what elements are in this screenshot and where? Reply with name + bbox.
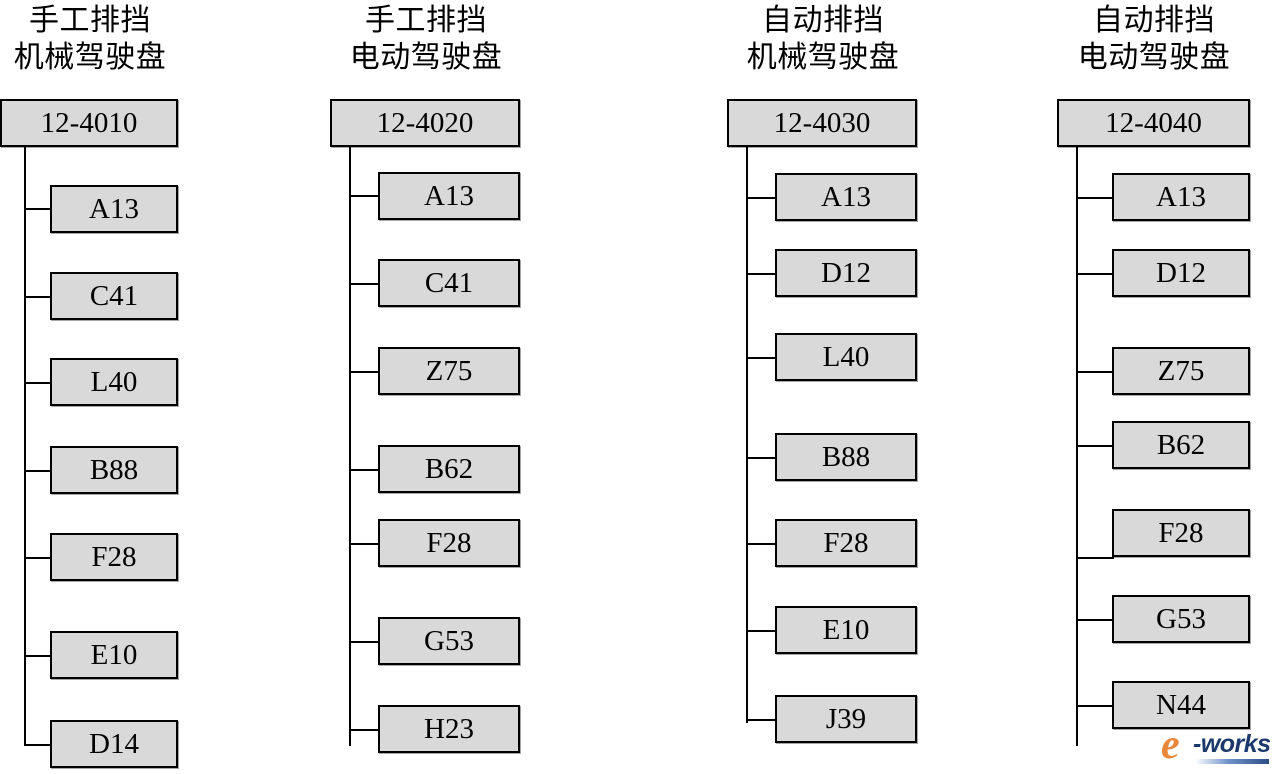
- root-node-3[interactable]: 12-4030: [727, 99, 917, 147]
- connector-stub-3-2: [746, 273, 777, 275]
- child-node-2-5[interactable]: F28: [378, 519, 520, 567]
- trunk-line-2: [349, 146, 351, 746]
- column-4-header: 自动排挡 电动驾驶盘: [1057, 2, 1251, 76]
- connector-stub-1-7: [24, 744, 52, 746]
- child-node-2-3[interactable]: Z75: [378, 347, 520, 395]
- child-node-1-5[interactable]: F28: [50, 533, 178, 581]
- eworks-underline-bar: [1195, 759, 1269, 764]
- column-4-header-line1: 自动排挡: [1093, 4, 1215, 37]
- child-node-1-3[interactable]: L40: [50, 358, 178, 406]
- child-node-1-7[interactable]: D14: [50, 720, 178, 768]
- column-3-header-line1: 自动排挡: [762, 4, 884, 37]
- column-2-header-line1: 手工排挡: [365, 4, 487, 37]
- child-node-2-2[interactable]: C41: [378, 259, 520, 307]
- root-node-2[interactable]: 12-4020: [330, 99, 520, 147]
- column-4-header-line2: 电动驾驶盘: [1077, 41, 1231, 74]
- child-node-3-1[interactable]: A13: [775, 173, 917, 221]
- eworks-e-glyph: e: [1161, 722, 1180, 768]
- connector-stub-1-2: [24, 296, 52, 298]
- child-node-2-6[interactable]: G53: [378, 617, 520, 665]
- connector-stub-4-4: [1076, 445, 1114, 447]
- connector-stub-1-1: [24, 208, 52, 210]
- child-node-2-1[interactable]: A13: [378, 172, 520, 220]
- connector-stub-3-7: [746, 719, 777, 721]
- child-node-3-7[interactable]: J39: [775, 695, 917, 743]
- child-node-3-2[interactable]: D12: [775, 249, 917, 297]
- column-2-header: 手工排挡 电动驾驶盘: [330, 2, 522, 76]
- trunk-line-3: [746, 146, 748, 723]
- column-1-header-line2: 机械驾驶盘: [13, 41, 167, 74]
- connector-stub-3-1: [746, 197, 777, 199]
- connector-stub-4-7: [1076, 705, 1114, 707]
- connector-stub-3-6: [746, 630, 777, 632]
- column-1-header: 手工排挡 机械驾驶盘: [0, 2, 180, 76]
- trunk-line-1: [24, 146, 26, 746]
- child-node-1-6[interactable]: E10: [50, 631, 178, 679]
- child-node-4-3[interactable]: Z75: [1112, 347, 1250, 395]
- column-1-header-line1: 手工排挡: [29, 4, 151, 37]
- column-2-header-line2: 电动驾驶盘: [349, 41, 503, 74]
- connector-stub-2-2: [349, 283, 380, 285]
- column-3-header-line2: 机械驾驶盘: [746, 41, 900, 74]
- child-node-2-4[interactable]: B62: [378, 445, 520, 493]
- column-3-header: 自动排挡 机械驾驶盘: [727, 2, 919, 76]
- connector-stub-4-2: [1076, 273, 1114, 275]
- connector-stub-2-6: [349, 641, 380, 643]
- child-node-4-1[interactable]: A13: [1112, 173, 1250, 221]
- root-node-1[interactable]: 12-4010: [0, 99, 178, 147]
- child-node-1-2[interactable]: C41: [50, 272, 178, 320]
- child-node-3-4[interactable]: B88: [775, 433, 917, 481]
- connector-stub-3-3: [746, 357, 777, 359]
- child-node-1-4[interactable]: B88: [50, 446, 178, 494]
- connector-stub-2-5: [349, 543, 380, 545]
- variant-column-1: 手工排挡 机械驾驶盘 12-4010 A13 C41 L40 B88 F28 E…: [0, 0, 180, 774]
- child-node-4-5[interactable]: F28: [1112, 509, 1250, 557]
- child-node-3-3[interactable]: L40: [775, 333, 917, 381]
- connector-stub-1-4: [24, 470, 52, 472]
- connector-stub-4-6: [1076, 619, 1114, 621]
- variant-column-4: 自动排挡 电动驾驶盘 12-4040 A13 D12 Z75 B62 F28 G…: [1057, 0, 1251, 774]
- connector-stub-4-3: [1076, 371, 1114, 373]
- child-node-2-7[interactable]: H23: [378, 705, 520, 753]
- variant-column-2: 手工排挡 电动驾驶盘 12-4020 A13 C41 Z75 B62 F28 G…: [330, 0, 522, 774]
- connector-stub-4-5: [1076, 557, 1114, 559]
- connector-stub-1-3: [24, 382, 52, 384]
- child-node-4-4[interactable]: B62: [1112, 421, 1250, 469]
- connector-stub-4-1: [1076, 197, 1114, 199]
- child-node-3-5[interactable]: F28: [775, 519, 917, 567]
- connector-stub-3-5: [746, 543, 777, 545]
- child-node-4-2[interactable]: D12: [1112, 249, 1250, 297]
- connector-stub-1-6: [24, 655, 52, 657]
- child-node-3-6[interactable]: E10: [775, 606, 917, 654]
- connector-stub-2-7: [349, 729, 380, 731]
- connector-stub-3-4: [746, 457, 777, 459]
- root-node-4[interactable]: 12-4040: [1057, 99, 1250, 147]
- eworks-works-text: -works: [1193, 730, 1271, 758]
- child-node-4-6[interactable]: G53: [1112, 595, 1250, 643]
- variant-column-3: 自动排挡 机械驾驶盘 12-4030 A13 D12 L40 B88 F28 E…: [727, 0, 919, 774]
- connector-stub-2-1: [349, 195, 380, 197]
- connector-stub-1-5: [24, 557, 52, 559]
- connector-stub-2-4: [349, 469, 380, 471]
- eworks-watermark-logo: e -works: [1159, 722, 1271, 768]
- child-node-4-7[interactable]: N44: [1112, 681, 1250, 729]
- child-node-1-1[interactable]: A13: [50, 185, 178, 233]
- connector-stub-2-3: [349, 371, 380, 373]
